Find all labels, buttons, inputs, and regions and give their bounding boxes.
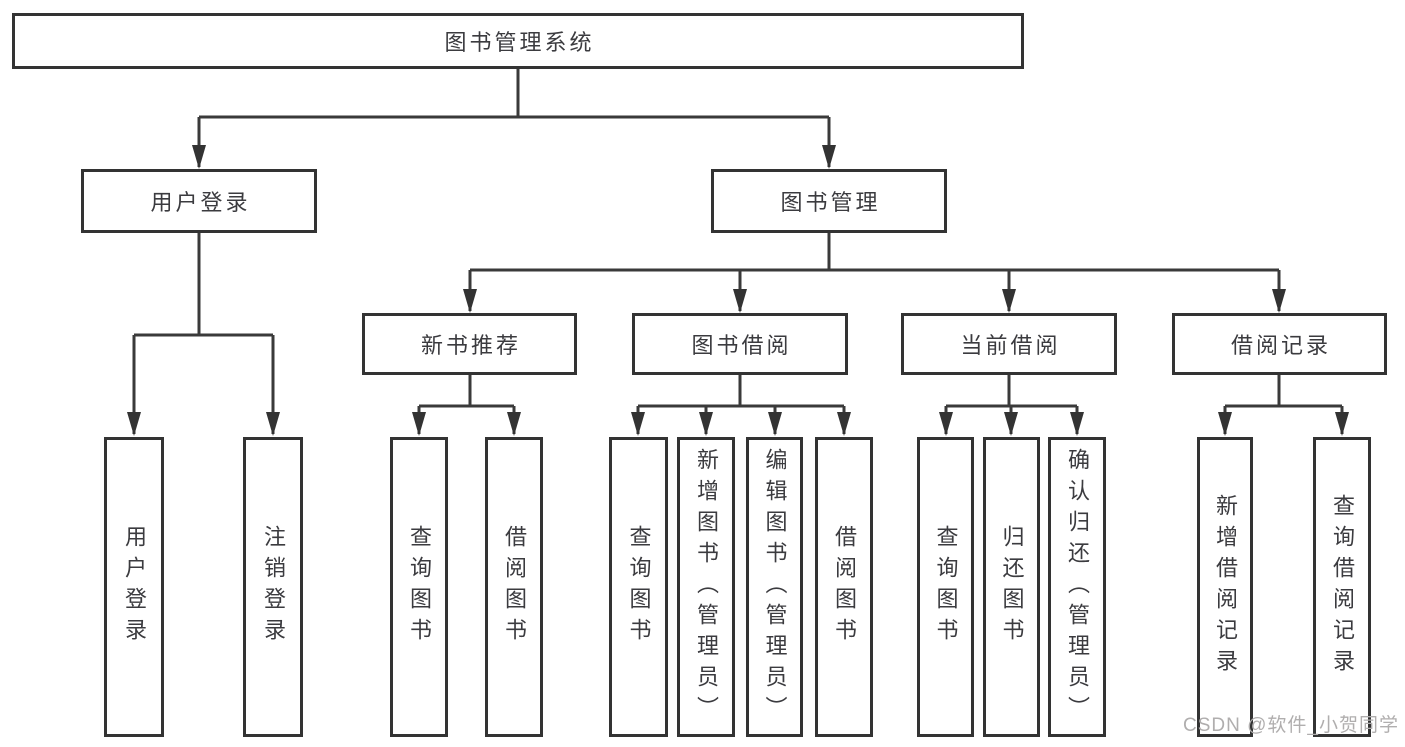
- leaf-borrowing-edit-book-admin: 编辑图书（管理员）: [746, 437, 803, 737]
- leaf-current-return-book: 归还图书: [983, 437, 1040, 737]
- leaf-recommend-borrow-book: 借阅图书: [485, 437, 543, 737]
- leaf-logout: 注销登录: [243, 437, 303, 737]
- leaf-recommend-query-book: 查询图书: [390, 437, 448, 737]
- node-new-book-recommend: 新书推荐: [362, 313, 577, 375]
- leaf-current-query-book: 查询图书: [917, 437, 974, 737]
- node-current-borrowing: 当前借阅: [901, 313, 1117, 375]
- leaf-user-login: 用户登录: [104, 437, 164, 737]
- leaf-current-confirm-return-admin: 确认归还（管理员）: [1048, 437, 1106, 737]
- leaf-records-query-borrow-record: 查询借阅记录: [1313, 437, 1371, 737]
- node-book-management: 图书管理: [711, 169, 947, 233]
- leaf-borrowing-borrow-book: 借阅图书: [815, 437, 873, 737]
- leaf-borrowing-query-book: 查询图书: [609, 437, 668, 737]
- node-book-borrowing: 图书借阅: [632, 313, 848, 375]
- leaf-borrowing-add-book-admin: 新增图书（管理员）: [677, 437, 735, 737]
- node-borrowing-records: 借阅记录: [1172, 313, 1387, 375]
- leaf-records-add-borrow-record: 新增借阅记录: [1197, 437, 1253, 737]
- csdn-watermark: CSDN @软件_小贺同学: [1183, 715, 1399, 736]
- node-root-system: 图书管理系统: [12, 13, 1024, 69]
- node-user-login: 用户登录: [81, 169, 317, 233]
